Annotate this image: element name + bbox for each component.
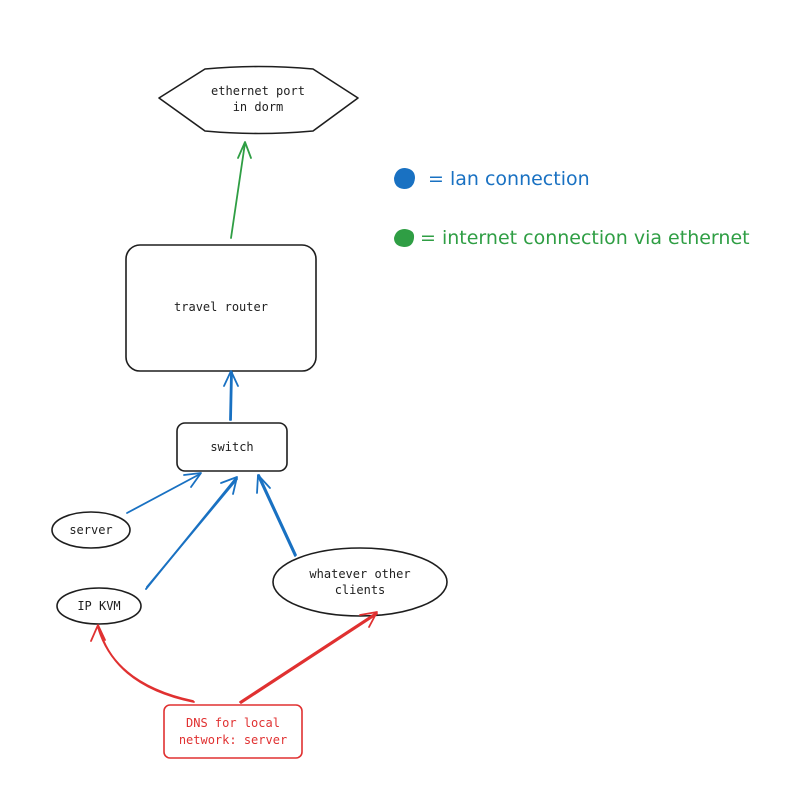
legend: = lan connection = internet connection v…: [394, 168, 750, 249]
clients-to-switch-arrow: [256, 474, 297, 557]
legend-item-lan: = lan connection: [394, 168, 590, 190]
travel-router-label: travel router: [174, 300, 268, 314]
router-to-ethernet-arrow: [230, 141, 252, 239]
lan-swatch-icon: [394, 168, 415, 189]
ip-kvm-node: IP KVM: [56, 587, 142, 625]
travel-router-node: travel router: [125, 244, 317, 372]
ethernet-port-label-line1: ethernet port: [211, 84, 305, 98]
legend-internet-text: = internet connection via ethernet: [420, 227, 750, 249]
server-to-switch-arrow: [126, 472, 202, 514]
ethernet-port-label-line2: in dorm: [233, 100, 284, 114]
switch-node: switch: [176, 422, 288, 472]
dns-node: DNS for local network: server: [163, 704, 303, 759]
server-label: server: [69, 523, 112, 537]
switch-to-router-arrow: [223, 370, 239, 421]
dns-shape: [163, 704, 303, 759]
other-clients-label-line1: whatever other: [309, 567, 410, 581]
ip-kvm-shape: [56, 587, 142, 625]
ethernet-port-shape: [158, 65, 359, 135]
dns-to-kvm-arrow: [90, 624, 195, 703]
dns-label-line1: DNS for local: [186, 716, 280, 730]
legend-lan-text: = lan connection: [428, 168, 590, 190]
kvm-to-switch-arrow: [145, 476, 238, 590]
switch-label: switch: [210, 440, 253, 454]
dns-label-line2: network: server: [179, 733, 287, 747]
other-clients-shape: [272, 547, 448, 617]
internet-swatch-icon: [394, 229, 415, 247]
server-node: server: [51, 511, 131, 549]
switch-shape: [176, 422, 288, 472]
ip-kvm-label: IP KVM: [77, 599, 120, 613]
server-shape: [51, 511, 131, 549]
travel-router-shape: [125, 244, 317, 372]
other-clients-label-line2: clients: [335, 583, 386, 597]
other-clients-node: whatever other clients: [272, 547, 448, 617]
legend-item-internet: = internet connection via ethernet: [394, 227, 750, 249]
ethernet-port-node: ethernet port in dorm: [158, 65, 359, 135]
dns-to-clients-arrow: [239, 611, 378, 704]
